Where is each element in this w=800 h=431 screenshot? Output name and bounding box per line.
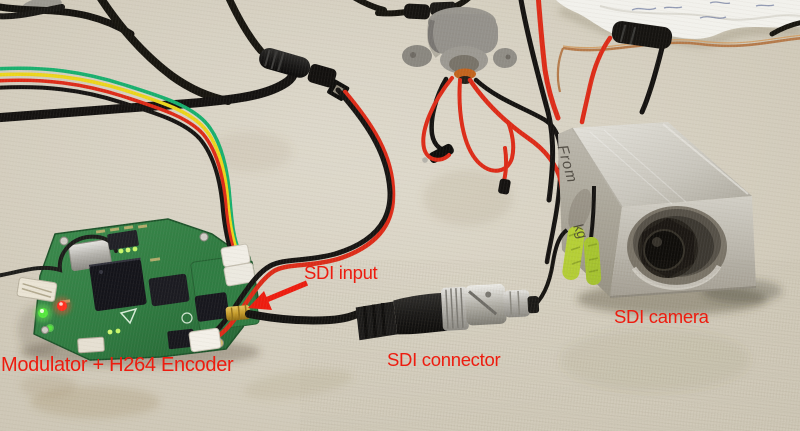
- camera-lens: [638, 218, 698, 278]
- sdi-connector-label: SDI connector: [387, 349, 501, 370]
- annotation-arrow: [248, 280, 309, 310]
- wire-bundle: [0, 66, 241, 261]
- green-tape-2: [583, 236, 602, 285]
- paper-handwriting-scribbles: [631, 1, 775, 19]
- bnc-tail-cable: [528, 228, 569, 311]
- power-connector: [188, 327, 222, 353]
- copper-wire: [556, 34, 800, 93]
- green-tape-1: [562, 226, 585, 280]
- sma-connector: [225, 304, 251, 321]
- chip-small: [194, 292, 230, 322]
- connector-orange-ring: [454, 68, 476, 80]
- green-tape-connectors: [528, 185, 602, 311]
- memory-chip: [148, 273, 190, 307]
- silkscreen-triangle: [119, 307, 138, 325]
- table-stains: [20, 132, 750, 418]
- bnc-knurl-ring: [441, 286, 469, 331]
- camera-top-face: [572, 122, 752, 207]
- aviation-connector: [402, 7, 517, 84]
- sdi-input-label: SDI input: [304, 262, 378, 283]
- smd-leds: [107, 246, 138, 335]
- power-wire-pair: [188, 87, 396, 353]
- camera-wires: [518, 0, 673, 203]
- sdi-cable: [245, 309, 364, 325]
- antenna-wire: [0, 234, 118, 278]
- fpga-chip: [89, 258, 147, 312]
- bundle-connectors: [220, 243, 256, 287]
- modulator-label: Modulator + H264 Encoder: [1, 354, 234, 376]
- status-led-red: [53, 297, 71, 315]
- paper-sheet: [556, 0, 800, 47]
- sdi-camera-label: SDI camera: [614, 306, 709, 327]
- black-cables: [0, 0, 800, 123]
- bnc-connector: [355, 283, 540, 341]
